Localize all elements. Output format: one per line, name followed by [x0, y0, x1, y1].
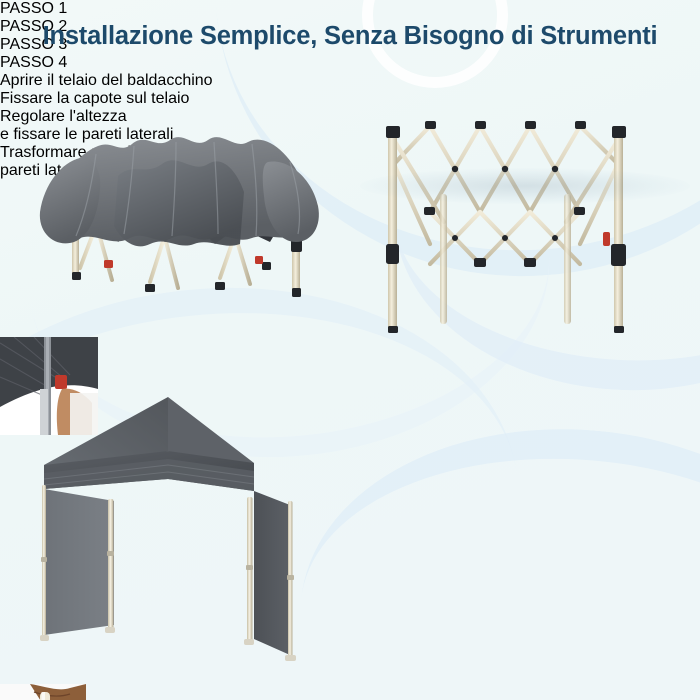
step-1-ground-shadow: [352, 70, 567, 104]
canopy-frame-open-icon: [386, 121, 626, 333]
step-2-illustration: [0, 92, 352, 435]
step-2-detail-inset: [0, 336, 98, 435]
step-2-badge: PASSO 2: [0, 18, 68, 35]
step-3-detail-inset: [0, 684, 86, 700]
step-1-badge: PASSO 1: [0, 0, 68, 17]
step-3-illustration: [0, 345, 350, 700]
step-3-caption-line-1: Regolare l'altezza: [0, 108, 127, 125]
step-4-badge: PASSO 4: [0, 54, 68, 71]
step-4-ground-shadow: [360, 168, 690, 204]
step-3-badge: PASSO 3: [0, 36, 68, 53]
canopy-with-side-walls-icon: [40, 397, 296, 661]
step-3-caption: Regolare l'altezza e fissare le pareti l…: [0, 108, 700, 144]
page-title: Installazione Semplice, Senza Bisogno di…: [42, 22, 658, 50]
canopy-cover-on-frame-icon: [39, 137, 319, 297]
leg-height-adjust-detail-icon: [0, 684, 86, 700]
step-2-caption: Fissare la capote sul telaio: [0, 90, 700, 108]
step-1-illustration: [352, 70, 700, 333]
step-3-ground-shadow: [0, 345, 300, 379]
step-2-caption-line-1: Fissare la capote sul telaio: [0, 90, 190, 107]
step-1-caption-line-1: Aprire il telaio del baldacchino: [0, 72, 213, 89]
step-3-caption-line-2: e fissare le pareti laterali: [0, 126, 174, 143]
step-1-caption: Aprire il telaio del baldacchino: [0, 72, 700, 90]
canopy-clip-detail-icon: [0, 336, 98, 435]
